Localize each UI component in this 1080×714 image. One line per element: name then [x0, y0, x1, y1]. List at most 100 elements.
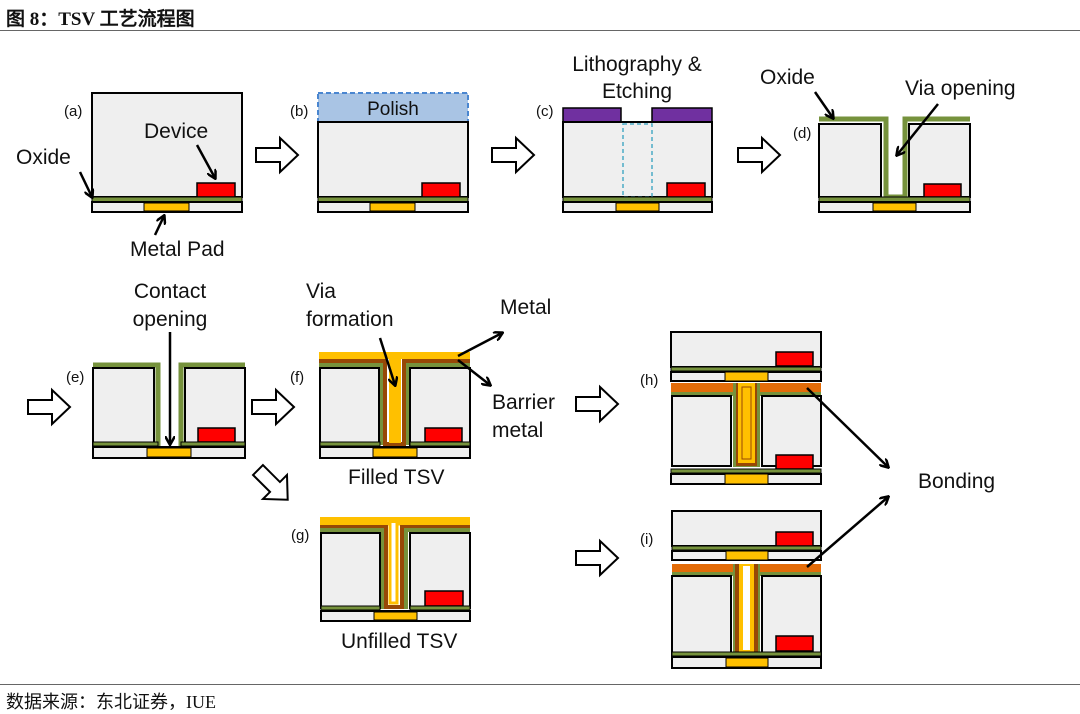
step-d: (d) Oxide Via opening [760, 66, 1016, 213]
metal-pad [725, 657, 769, 668]
silicon-left [92, 367, 155, 447]
arrow-g-i-icon [575, 538, 620, 578]
arrow-e-g-icon [251, 463, 289, 501]
metal-pad [372, 447, 418, 458]
step-b: Polish (b) [290, 92, 469, 213]
device-block [196, 182, 236, 198]
bonding-arrow-i [806, 497, 888, 568]
step-label-c: (c) [536, 103, 554, 120]
barrier-liner [320, 525, 470, 609]
via-label-line1: Via [306, 280, 336, 303]
via-formation-arrow [378, 337, 395, 385]
arrow-c-d-icon [737, 135, 782, 175]
oxide-top [671, 545, 822, 551]
fill-metal-top [319, 352, 470, 359]
oxide-right [409, 441, 471, 447]
oxide-top [670, 366, 822, 372]
bottom-divider [0, 684, 1080, 685]
arrow-f-h-icon [575, 384, 620, 424]
step-i: (i) [640, 510, 822, 669]
step-label-a: (a) [64, 103, 82, 120]
fill-metal-liner [320, 522, 470, 605]
oxide-label-a: Oxide [16, 146, 71, 169]
step-label-d: (d) [793, 125, 811, 142]
step-label-f: (f) [290, 369, 304, 386]
process-arrows [27, 135, 782, 578]
step-e: (e) Contact opening [66, 280, 246, 459]
polish-label: Polish [367, 99, 419, 120]
metal-arrow [457, 333, 502, 358]
oxide-layer [670, 468, 822, 474]
barrier-arrow [457, 359, 490, 385]
oxide-left [319, 441, 381, 447]
litho-label-line1: Lithography & [572, 53, 702, 76]
oxide-right [180, 441, 246, 447]
device-block [421, 182, 461, 198]
silicon-left [818, 123, 882, 198]
step-a: (a) Device Oxide Metal Pad [16, 92, 243, 261]
oxide-layer [671, 651, 822, 657]
filled-tsv-label: Filled TSV [348, 466, 444, 489]
oxide-left [320, 605, 381, 611]
metal-pad-top [725, 550, 769, 561]
bonding-annotation: Bonding [806, 387, 995, 568]
photoresist-left [562, 107, 622, 123]
silicon-wafer [91, 92, 243, 198]
via-label-line2: formation [306, 308, 394, 331]
device-block [197, 427, 236, 443]
barrier-label-line2: metal [492, 419, 543, 442]
fill-metal-top [320, 517, 470, 523]
silicon-left [319, 367, 380, 446]
via-opening-label: Via opening [905, 77, 1016, 100]
step-label-e: (e) [66, 369, 84, 386]
device-block [424, 590, 464, 607]
oxide-arrow-a [78, 171, 92, 197]
device-label: Device [144, 120, 208, 143]
litho-label-line2: Etching [602, 80, 672, 103]
arrow-b-c-icon [491, 135, 536, 175]
oxide-liner [320, 528, 470, 609]
oxide-arrow-d [813, 91, 833, 118]
metal-pad [143, 202, 190, 212]
figure-source: 数据来源：东北证券，IUE [6, 692, 216, 712]
polish-region [317, 92, 469, 123]
top-divider [0, 30, 1080, 31]
oxide-liner [93, 362, 245, 447]
step-f: (f) Via formation Metal Barrier metal Fi… [290, 280, 555, 489]
step-c: (c) Lithography & Etching [536, 53, 713, 213]
step-h: (h) [640, 331, 822, 485]
contact-label-line1: Contact [134, 280, 207, 303]
figure-caption: 图 8：TSV 工艺流程图 [6, 9, 195, 30]
step-label-h: (h) [640, 372, 658, 389]
metal-pad [146, 447, 192, 458]
void-core [743, 566, 750, 650]
step-g: (g) Unfilled TSV [291, 517, 471, 653]
device-block-top [775, 531, 814, 547]
arrow-d-e-icon [27, 387, 72, 427]
device-block [923, 183, 962, 198]
contact-label-line2: opening [133, 308, 208, 331]
metal-pad [369, 202, 416, 212]
device-block-top [775, 351, 814, 367]
device-block [775, 635, 814, 652]
device-block [424, 427, 463, 443]
silicon-left [671, 395, 732, 467]
step-label-i: (i) [640, 531, 653, 548]
unfilled-tsv-label: Unfilled TSV [341, 630, 457, 653]
photoresist-right [651, 107, 713, 123]
silicon-left [671, 575, 732, 657]
metal-pad-arrow [153, 216, 164, 236]
bonding-label: Bonding [918, 470, 995, 493]
metal-label: Metal [500, 296, 551, 319]
oxide-right [409, 605, 471, 611]
barrier-liner [319, 359, 470, 446]
device-block [775, 454, 814, 470]
arrow-a-b-icon [255, 135, 300, 175]
metal-pad [872, 202, 917, 212]
oxide-liner [319, 363, 470, 445]
metal-pad [724, 473, 769, 485]
metal-pad-top [724, 371, 769, 382]
step-label-g: (g) [291, 527, 309, 544]
fill-core [741, 386, 752, 460]
